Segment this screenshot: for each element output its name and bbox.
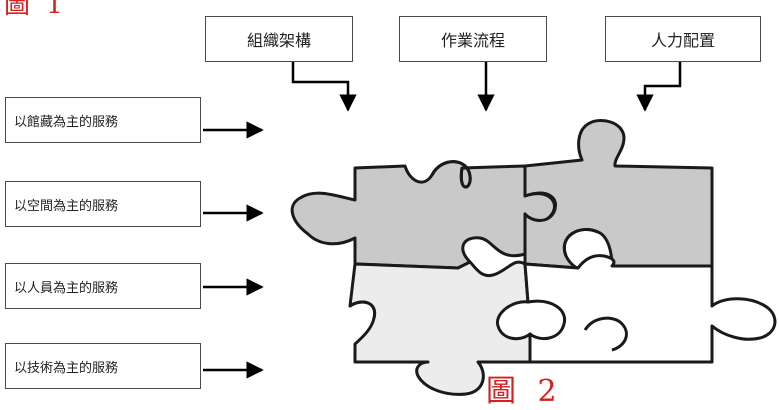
left-box-collection-label: 以館藏為主的服務 xyxy=(14,114,119,130)
left-box-space-label: 以空間為主的服務 xyxy=(14,198,119,214)
left-box-technology-service: 以技術為主的服務 xyxy=(5,343,201,389)
puzzle-piece-bottom-left xyxy=(348,260,532,396)
puzzle-knob-hole-bottom xyxy=(349,300,377,319)
puzzle-piece-top-left xyxy=(290,160,556,270)
top-box-staffing: 人力配置 xyxy=(605,16,761,62)
left-box-technology-label: 以技術為主的服務 xyxy=(14,360,119,376)
puzzle-piece-bottom-right xyxy=(523,254,777,364)
left-box-collection-service: 以館藏為主的服務 xyxy=(5,97,201,143)
puzzle-knob-hole-top xyxy=(430,160,472,189)
left-box-staff-label: 以人員為主的服務 xyxy=(14,280,119,296)
left-box-space-service: 以空間為主的服務 xyxy=(5,181,201,227)
puzzle-piece-top-right xyxy=(523,119,714,270)
top-box-workflow-label: 作業流程 xyxy=(440,31,505,50)
arrow-staffing xyxy=(636,62,682,112)
top-box-organization-label: 組織架構 xyxy=(246,31,311,50)
puzzle-knob-hole-bottom-right xyxy=(583,316,628,352)
puzzle-knob-hole-right xyxy=(562,228,599,257)
arrow-organization xyxy=(291,62,357,112)
top-box-organization: 組織架構 xyxy=(205,16,353,62)
figure-label-top: 圖 1 xyxy=(4,0,67,20)
figure-label-bottom: 圖 2 xyxy=(486,374,563,409)
left-box-staff-service: 以人員為主的服務 xyxy=(5,263,201,309)
top-box-staffing-label: 人力配置 xyxy=(650,31,715,50)
top-box-workflow: 作業流程 xyxy=(399,16,547,62)
